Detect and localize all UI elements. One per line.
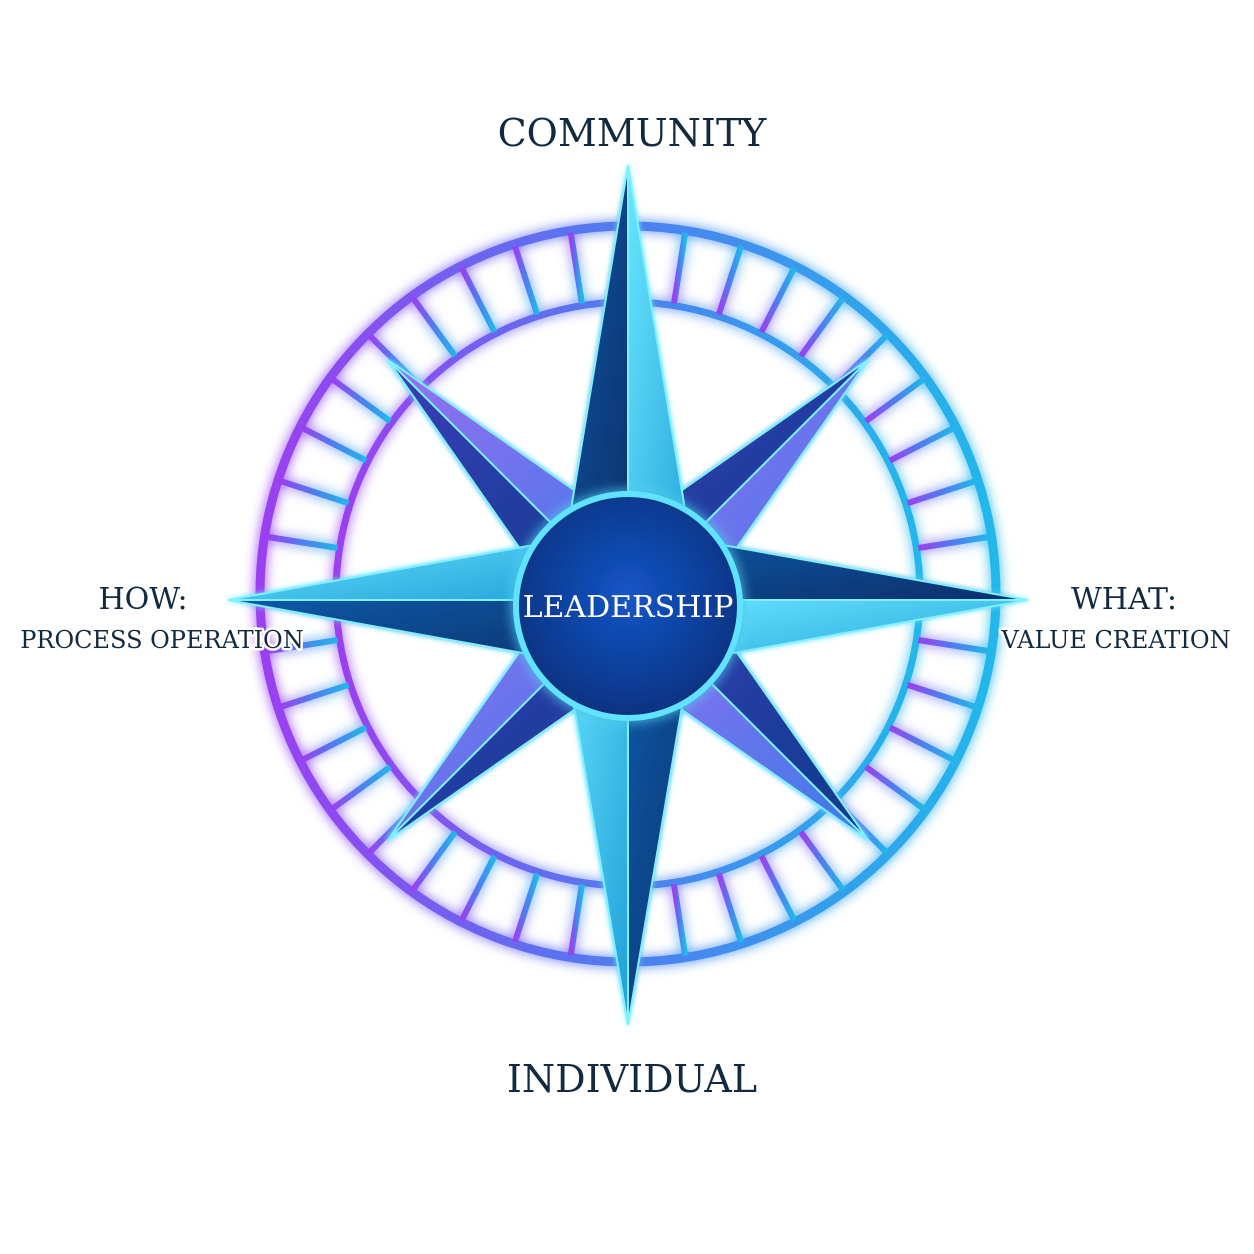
ring-tick: [266, 637, 339, 655]
label-left-title: HOW:: [98, 582, 187, 617]
ring-tick: [917, 637, 990, 655]
label-right-title: WHAT:: [1071, 582, 1177, 617]
ring-tick: [798, 296, 846, 358]
ring-tick: [864, 376, 926, 424]
ring-tick: [567, 232, 585, 305]
ring-tick: [459, 854, 498, 922]
ring-tick: [917, 533, 990, 551]
ring-tick: [278, 681, 350, 710]
label-bottom: INDIVIDUAL: [507, 1057, 757, 1101]
center-label: LEADERSHIP: [523, 590, 734, 625]
label-left-subtitle: PROCESS OPERATION: [20, 626, 303, 654]
ring-tick: [567, 883, 585, 956]
ring-tick: [758, 854, 797, 922]
label-right-subtitle: VALUE CREATION: [1000, 626, 1230, 654]
ring-tick: [906, 478, 978, 507]
ring-tick: [864, 764, 926, 812]
ring-tick: [300, 425, 368, 464]
ring-tick: [671, 232, 689, 305]
ring-tick: [266, 533, 339, 551]
ring-tick: [330, 764, 392, 812]
label-top: COMMUNITY: [498, 111, 768, 155]
ring-tick: [888, 425, 956, 464]
ring-tick: [410, 830, 458, 892]
ring-tick: [512, 244, 541, 316]
ring-tick: [300, 724, 368, 763]
ring-tick: [671, 883, 689, 956]
ring-tick: [715, 244, 744, 316]
ring-tick: [459, 266, 498, 334]
ring-tick: [906, 681, 978, 710]
ring-tick: [330, 376, 392, 424]
ring-tick: [512, 872, 541, 944]
ring-tick: [758, 266, 797, 334]
ring-tick: [798, 830, 846, 892]
ring-tick: [410, 296, 458, 358]
ring-tick: [715, 872, 744, 944]
center-circle: [513, 491, 743, 721]
ring-tick: [888, 724, 956, 763]
ring-tick: [278, 478, 350, 507]
